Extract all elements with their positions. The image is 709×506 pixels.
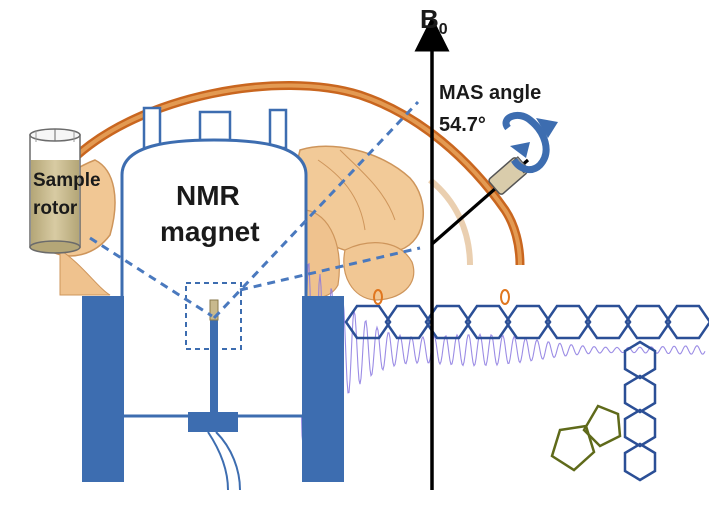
chain-hexagon — [624, 304, 672, 340]
oxygen-marker-2 — [500, 289, 510, 305]
chain-hexagon — [544, 304, 592, 340]
oxygen-markers — [373, 289, 510, 305]
probe-focus-box — [185, 282, 242, 350]
chain-hexagon — [504, 304, 552, 340]
branch-hexagon — [623, 340, 657, 380]
mas-angle-label: MAS angle — [439, 82, 542, 104]
dashed-leaders — [89, 100, 421, 320]
mas-angle-value: 54.7° — [439, 114, 486, 136]
chain-hexagon — [584, 304, 632, 340]
magnet-leg-right — [302, 296, 344, 482]
orange-arc — [68, 81, 525, 266]
chain-hexagon — [344, 304, 392, 340]
nmr-magnet — [82, 106, 344, 491]
b0-label-subscript: 0 — [438, 21, 448, 39]
chain-hexagon — [384, 304, 432, 340]
chain-hexagon — [664, 304, 709, 340]
polymer-chain — [344, 304, 709, 340]
b0-label-main: B — [420, 4, 439, 34]
magnet-label-line2: magnet — [160, 216, 260, 247]
fid-signal — [299, 262, 706, 445]
polymer-branch — [623, 340, 657, 482]
b0-label: B0 — [420, 4, 448, 39]
probe-base — [188, 412, 238, 432]
branch-hexagon — [623, 442, 657, 482]
mas-axis — [430, 112, 558, 246]
chain-hexagon — [464, 304, 512, 340]
probe-sample — [209, 299, 219, 321]
magnet-leg-left — [82, 296, 124, 482]
branch-hexagon — [623, 408, 657, 448]
sample-rotor-icon — [29, 128, 81, 254]
oxygen-marker-1 — [373, 289, 383, 305]
pentagon-2 — [550, 424, 596, 472]
chain-hexagon — [424, 304, 472, 340]
sugar-pentagons — [550, 404, 622, 472]
probe-shaft — [210, 318, 218, 414]
rotor-label-line2: rotor — [33, 198, 78, 219]
magnet-label-line1: NMR — [176, 180, 240, 211]
curved-rotation-arrow-icon — [502, 112, 558, 174]
branch-hexagon — [623, 374, 657, 414]
rotor-label-line1: Sample — [33, 170, 101, 191]
